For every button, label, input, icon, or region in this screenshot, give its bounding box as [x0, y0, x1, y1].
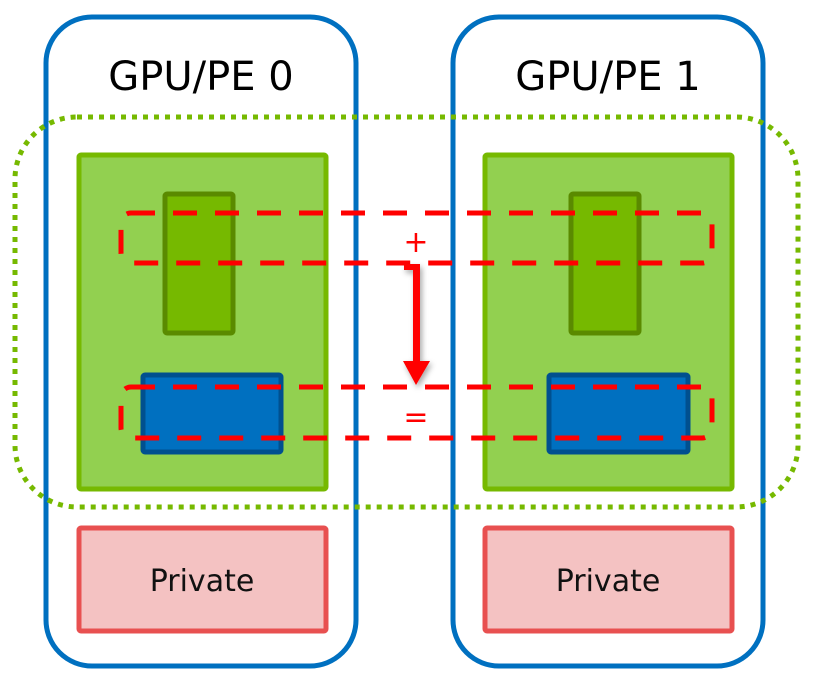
pe-1-title: GPU/PE 1: [515, 54, 700, 100]
reduction-dest-outline: [118, 384, 715, 441]
pe-1-dest-buffer: [546, 372, 691, 455]
equals-operator: =: [403, 400, 428, 435]
pe-0-private-label: Private: [150, 564, 255, 599]
pe-1-private-label: Private: [556, 564, 661, 599]
pe-0-container: [43, 14, 359, 669]
pe-1-container: [450, 14, 766, 669]
sum-operator: +: [403, 225, 428, 260]
pe-1-private-region: [482, 525, 735, 634]
pe-0-title: GPU/PE 0: [108, 54, 293, 100]
pe-0-private-region: [76, 525, 329, 634]
reduction-arrow-icon: [403, 264, 430, 385]
pe-0-dest-buffer: [140, 372, 284, 455]
reduction-source-outline: [118, 210, 715, 266]
